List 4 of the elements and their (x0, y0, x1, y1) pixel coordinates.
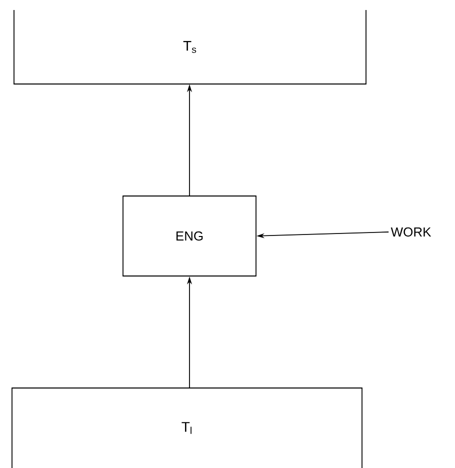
reservoir-box: T$_{l}$ (12, 388, 362, 468)
reservoir-box: T$_{s}$ (14, 10, 366, 84)
work-label: WORK (390, 227, 432, 237)
engine-box: ENG (122, 196, 256, 276)
